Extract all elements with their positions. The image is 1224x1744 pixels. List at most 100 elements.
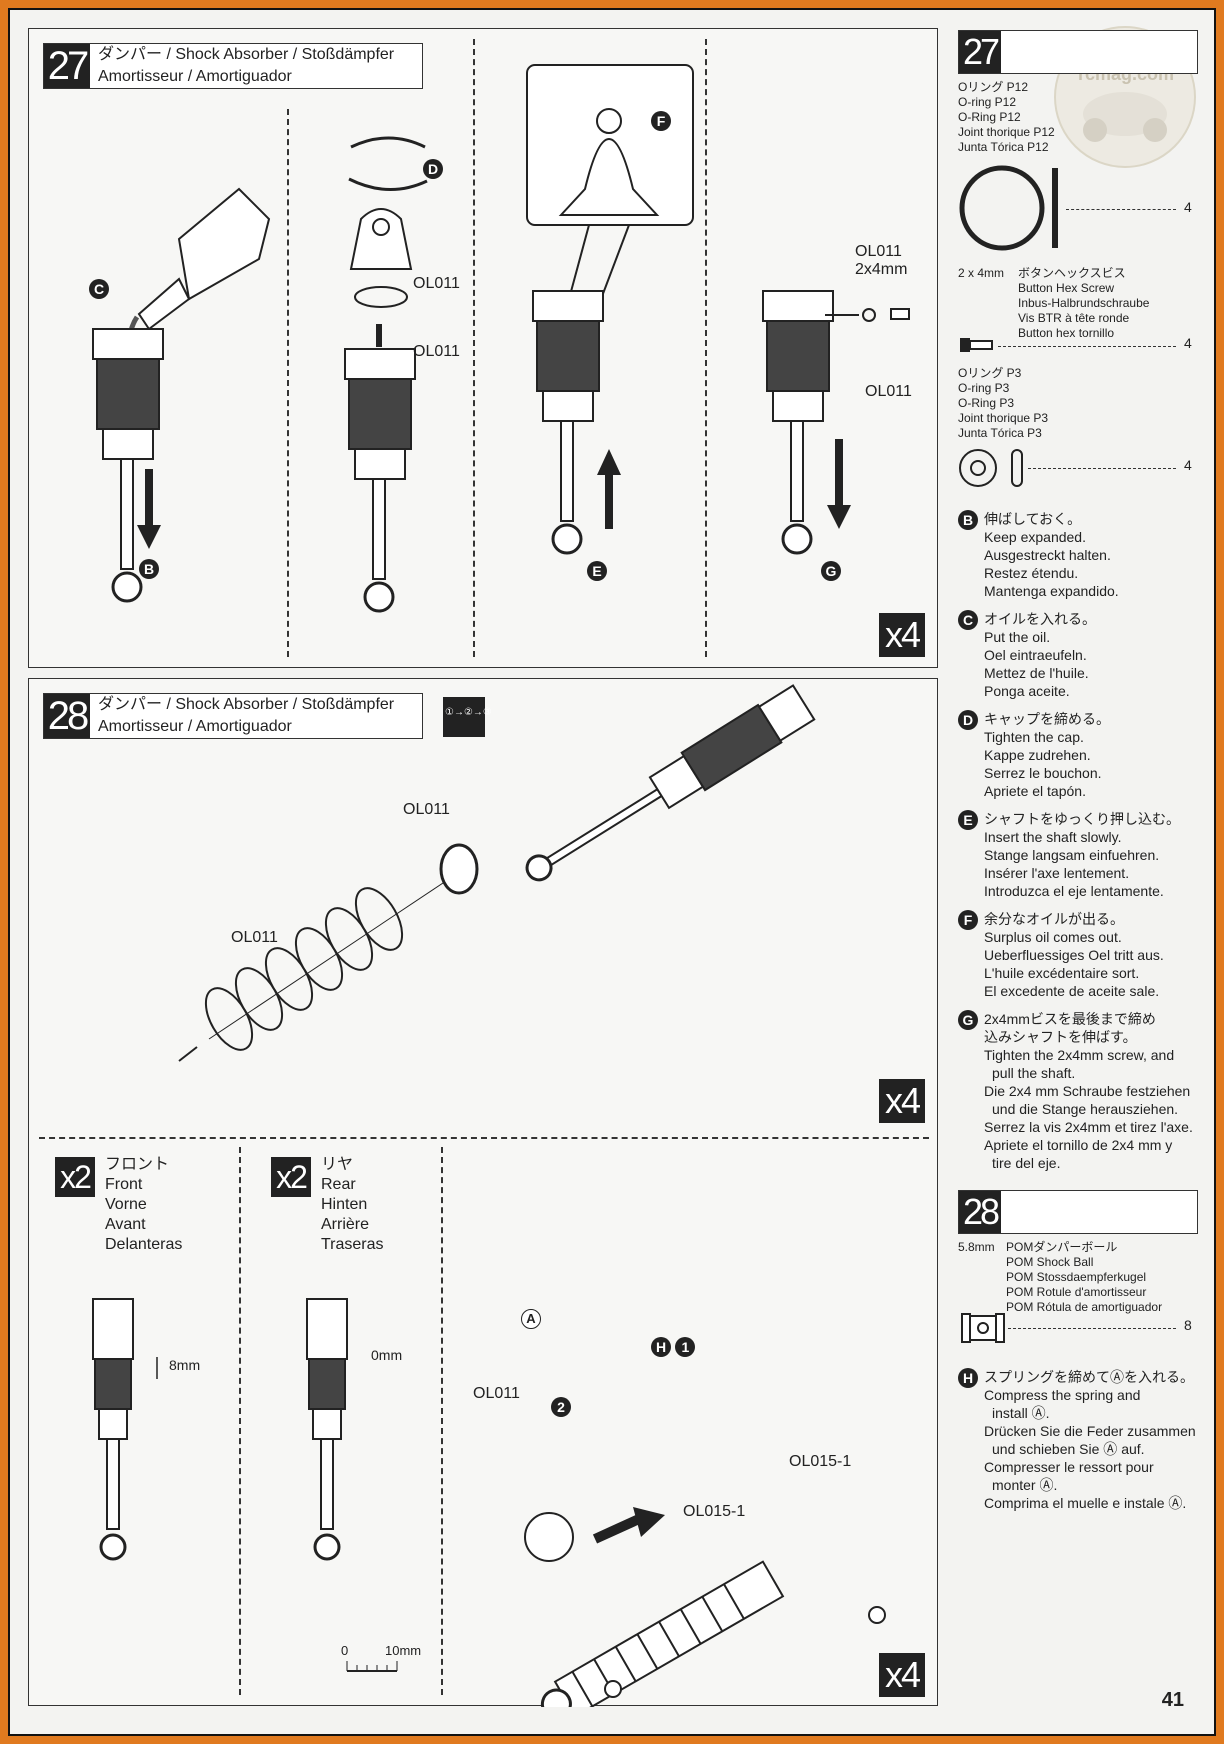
part-label: OL011 — [413, 275, 460, 292]
part-name: O-ring P12 — [958, 95, 1017, 109]
side-step28-number: 28 — [959, 1191, 1001, 1233]
rear-multiplier: x2 — [271, 1157, 311, 1197]
marker-g: G — [821, 561, 841, 581]
step27-multiplier: x4 — [879, 613, 925, 657]
divider — [473, 39, 475, 657]
front-label: フロント — [105, 1156, 170, 1173]
instruction-c: C オイルを入れる。 Put the oil. Oel eintraeufeln… — [958, 610, 1198, 700]
marker-h: H 1 — [651, 1337, 696, 1357]
divider — [705, 39, 707, 657]
shock-body-icon — [525, 684, 816, 882]
small-o-ring-icon — [959, 449, 1023, 487]
front-dimension: 8mm — [169, 1357, 201, 1373]
divider — [239, 1147, 241, 1695]
part-o-ring-p3: Oリング P3 O-ring P3 O-Ring P3 Joint thoriq… — [958, 366, 1048, 441]
step28-title-line2: Amortisseur / Amortiguador — [98, 718, 292, 735]
collar-icon — [439, 843, 479, 895]
scale-end: 10mm — [385, 1643, 422, 1658]
part-name: POM Stossdaempferkugel — [1006, 1270, 1147, 1284]
instruction-e: E シャフトをゆっくり押し込む。 Insert the shaft slowly… — [958, 810, 1198, 900]
manual-page: rcmag.com 27 ダンパー / Shock Absorber / Sto… — [8, 8, 1216, 1736]
part-size-label: 2x4mm — [855, 261, 908, 278]
o-ring-icon — [959, 165, 1058, 251]
part-name: Joint thorique P12 — [958, 125, 1055, 139]
part-name: POM Shock Ball — [1006, 1255, 1094, 1269]
shock-body-icon — [92, 328, 164, 603]
part-label: OL011 — [865, 383, 912, 400]
part-name: Junta Tórica P3 — [958, 426, 1042, 440]
part-qty: 4 — [1184, 199, 1192, 215]
part-button-hex-screw: 2 x 4mm ボタンヘックスビス Button Hex Screw Inbus… — [958, 266, 1149, 341]
oil-bottle-icon — [126, 187, 271, 348]
rear-label: Traseras — [321, 1236, 384, 1253]
shock-body-icon — [344, 348, 416, 613]
step27-number: 27 — [44, 44, 90, 88]
part-name: O-Ring P12 — [958, 110, 1021, 124]
step27-instructions: B 伸ばしておく。 Keep expanded. Ausgestreckt ha… — [958, 510, 1198, 1172]
divider — [287, 109, 289, 657]
part-label: OL011 — [413, 343, 460, 360]
marker-b: B — [139, 559, 159, 579]
divider — [441, 1147, 443, 1695]
step28-multiplier-bottom: x4 — [879, 1653, 925, 1697]
marker-d: D — [423, 159, 443, 179]
front-shock-icon — [92, 1298, 134, 1561]
leader-line — [998, 346, 1176, 347]
step28-multiplier-top: x4 — [879, 1079, 925, 1123]
instruction-g: G 2x4mmビスを最後まで締め 込みシャフトを伸ばす。 Tighten the… — [958, 1010, 1198, 1172]
marker-2: 2 — [551, 1397, 571, 1417]
step27-title-line2: Amortisseur / Amortiguador — [98, 68, 292, 85]
side-step27-parts: 27 Oリング P12 O-ring P12 O-Ring P12 Joint … — [958, 30, 1198, 494]
sequence-icon: ①→②→③ — [443, 697, 492, 737]
part-name: O-Ring P3 — [958, 396, 1015, 410]
shock-body-icon — [532, 290, 604, 555]
part-label: OL015-1 — [683, 1503, 746, 1520]
part-label: OL011 — [403, 801, 450, 818]
part-qty: 4 — [1184, 457, 1192, 473]
rear-dimension: 0mm — [371, 1347, 403, 1363]
part-name: POM Rotule d'amortisseur — [1006, 1285, 1147, 1299]
part-label: OL015-1 — [789, 1453, 852, 1470]
spring-shock-assembly-icon — [540, 1560, 785, 1707]
front-label: Avant — [105, 1216, 146, 1233]
step28-number: 28 — [44, 694, 90, 738]
side-step27-header: 27 — [958, 30, 1198, 74]
rear-label: リヤ — [321, 1156, 354, 1173]
part-qty: 8 — [1184, 1317, 1192, 1333]
front-label: Front — [105, 1176, 143, 1193]
front-label: Delanteras — [105, 1236, 183, 1253]
step28-title-line1: ダンパー / Shock Absorber / Stoßdämpfer — [98, 696, 395, 713]
shock-body-icon — [762, 290, 834, 555]
part-name: Vis BTR à tête ronde — [1018, 311, 1130, 325]
step27-panel: 27 ダンパー / Shock Absorber / Stoßdämpfer A… — [28, 28, 938, 668]
part-name: POMダンパーボール — [1006, 1240, 1118, 1254]
step27-title-line1: ダンパー / Shock Absorber / Stoßdämpfer — [98, 46, 395, 63]
front-label: Vorne — [105, 1196, 147, 1213]
instruction-f: F 余分なオイルが出る。 Surplus oil comes out. Uebe… — [958, 910, 1198, 1000]
leader-line — [1008, 1328, 1176, 1329]
marker-f: F — [651, 111, 671, 131]
marker-a: A — [521, 1309, 541, 1329]
step27-illustration — [92, 64, 910, 613]
rear-label: Rear — [321, 1176, 356, 1193]
part-size: 2 x 4mm — [958, 266, 1005, 280]
step28-instructions: H スプリングを締めてⒶを入れる。 Compress the spring an… — [958, 1368, 1198, 1512]
part-label: OL011 — [473, 1385, 520, 1402]
part-name: Inbus-Halbrundschraube — [1018, 296, 1150, 310]
front-labels: フロント Front Vorne Avant Delanteras — [105, 1155, 182, 1255]
instruction-b: B 伸ばしておく。 Keep expanded. Ausgestreckt ha… — [958, 510, 1198, 600]
screw-icon — [890, 308, 910, 320]
front-multiplier: x2 — [55, 1157, 95, 1197]
part-label: OL011 — [231, 929, 278, 946]
rear-labels: リヤ Rear Hinten Arrière Traseras — [321, 1155, 384, 1255]
part-name: Junta Tórica P12 — [958, 140, 1049, 154]
rear-shock-icon — [306, 1298, 348, 1561]
marker-c: C — [89, 279, 109, 299]
part-name: Button hex tornillo — [1018, 326, 1115, 340]
spring-retainer-icon — [524, 1512, 574, 1562]
part-qty: 4 — [1184, 335, 1192, 351]
side-step28-header: 28 — [958, 1190, 1198, 1234]
part-name: Oリング P3 — [958, 366, 1022, 380]
part-pom-shock-ball: 5.8mm POMダンパーボール POM Shock Ball POM Stos… — [958, 1240, 1162, 1315]
cap-icon — [349, 208, 413, 270]
